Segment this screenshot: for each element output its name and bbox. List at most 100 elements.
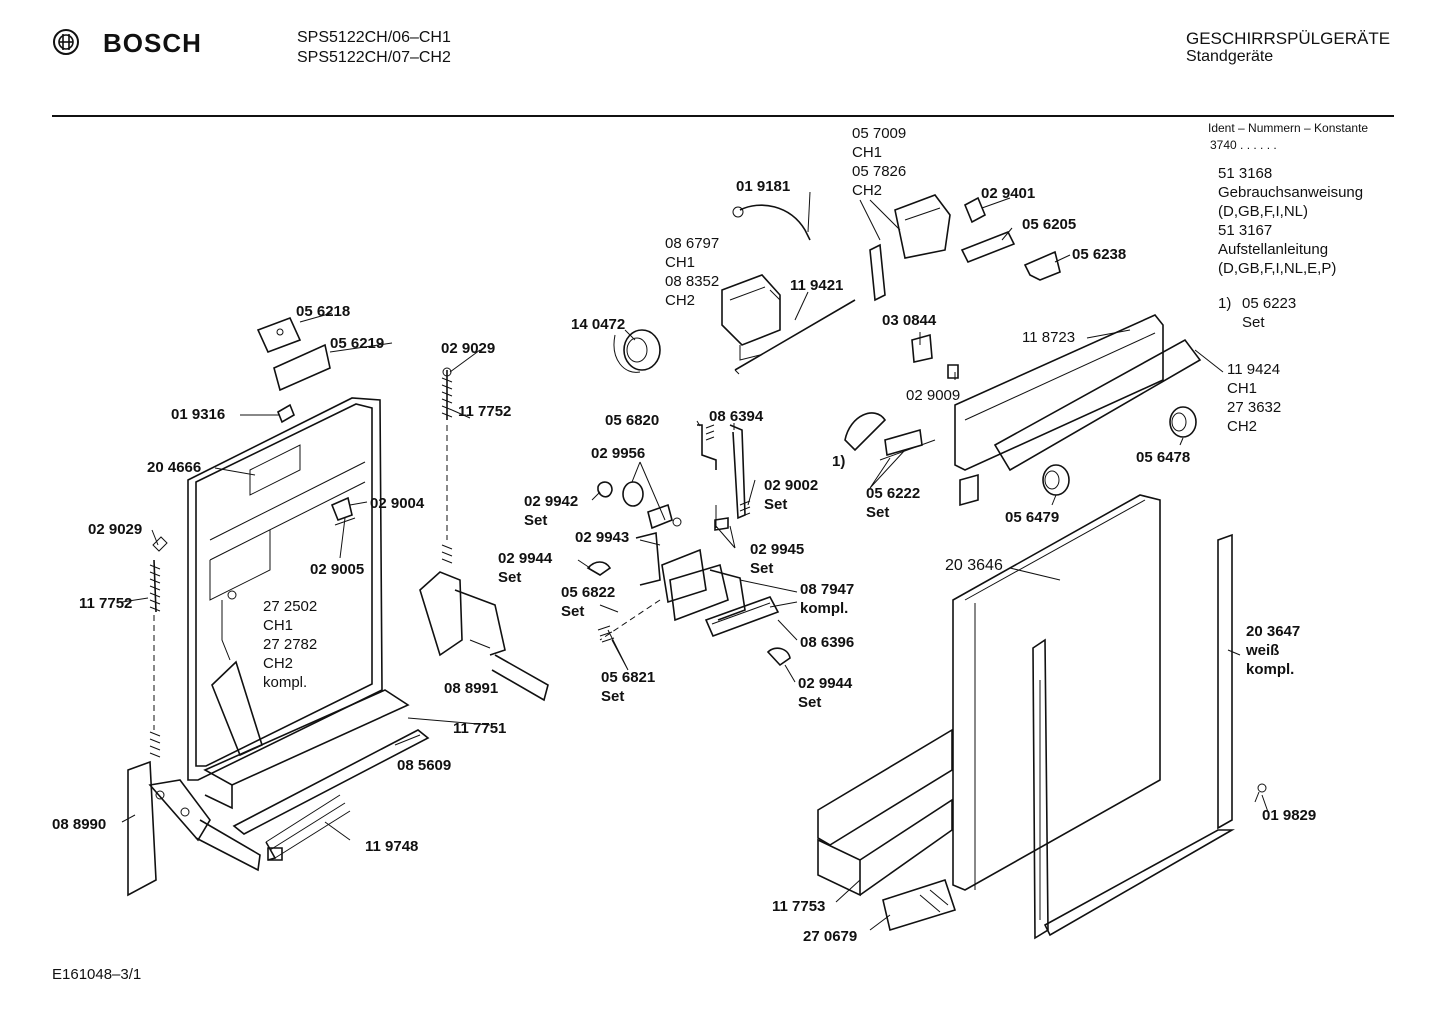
part-label-line: weiß: [1246, 642, 1280, 659]
ident-title: Ident – Nummern – Konstante: [1208, 121, 1369, 135]
part-label-line: 05 6222: [866, 485, 921, 502]
part-label-line: CH2: [665, 292, 696, 309]
bosch-armature-icon: [53, 29, 79, 55]
door-frame: [1032, 533, 1235, 940]
part-label-line: 05 7826: [852, 163, 907, 180]
part-label-line: 11 9424: [1227, 361, 1281, 378]
part-label: 11 7753: [772, 898, 826, 915]
part-label-line: Set: [764, 496, 788, 513]
hinge-left: [127, 760, 261, 897]
part-label: 01 9829: [1262, 807, 1317, 824]
part-label: 08 8991: [444, 680, 499, 697]
part-label: 05 6478: [1136, 449, 1191, 466]
part-label: 08 7947 kompl.: [800, 580, 854, 618]
program-dial: [844, 412, 936, 461]
cable: [732, 204, 811, 241]
part-label-line: 08 6797: [665, 235, 720, 252]
part-label: 05 6205: [1022, 216, 1077, 233]
part-label-line: kompl.: [800, 600, 849, 617]
door-inner-panel: [187, 397, 383, 781]
doc-line: Gebrauchsanweisung: [1218, 184, 1364, 201]
hinge-center: [419, 571, 549, 702]
spring-clip: [963, 196, 987, 224]
part-label: 02 9004: [370, 495, 425, 512]
part-number: 20 3647 weiß kompl.: [1246, 622, 1300, 679]
part-label: 11 8723: [1022, 329, 1076, 346]
part-label: 08 6396: [800, 634, 855, 651]
part-label-line: Set: [498, 569, 522, 586]
part-label: 05 6219: [330, 335, 385, 352]
part-label-line: 20 3647: [1246, 623, 1301, 640]
part-label: 01 9181: [736, 178, 791, 195]
part-label: 05 6238: [1072, 246, 1127, 263]
part-label: 01 9316: [171, 406, 226, 423]
subcategory-title: Standgeräte: [1186, 48, 1274, 65]
part-label-line: kompl.: [1246, 661, 1295, 678]
part-label: 02 9029: [441, 340, 496, 357]
part-label: 11 7752: [458, 403, 512, 420]
model-line-1: SPS5122CH/06–CH1: [297, 29, 451, 46]
doc-line: (D,GB,F,I,NL,E,P): [1218, 260, 1337, 277]
plinth-panel: [817, 728, 953, 897]
part-label: 08 8990: [52, 816, 107, 833]
part-label-line: Set: [561, 603, 585, 620]
part-label-line: CH2: [852, 182, 883, 199]
ident-value: 3740 . . . . . .: [1210, 138, 1277, 152]
part-label: 02 9005: [310, 561, 365, 578]
header-divider: [52, 115, 1394, 117]
part-label-line: CH1: [852, 144, 883, 161]
part-label-line: 05 6822: [561, 584, 616, 601]
timer-module: [721, 274, 781, 361]
part-label-line: Set: [866, 504, 890, 521]
outer-door-panel: [952, 494, 1161, 891]
part-label: 05 6479: [1005, 509, 1060, 526]
part-label-line: Set: [750, 560, 774, 577]
doc-line: 51 3168: [1218, 165, 1273, 182]
part-label: 02 9943: [575, 529, 630, 546]
door-rails: [203, 689, 430, 861]
part-label: 02 9956: [591, 445, 646, 462]
footnote-text: Set: [1242, 314, 1265, 331]
control-panel: [954, 314, 1202, 507]
foot-bracket: [882, 878, 957, 932]
part-label: 20 4666: [147, 459, 202, 476]
part-label: 20 3647 weiß kompl.: [1246, 622, 1300, 679]
part-label: 02 9401: [981, 185, 1036, 202]
hinge-spring-left: [149, 536, 168, 758]
screw: [1254, 783, 1267, 803]
part-label: 1): [832, 453, 846, 470]
doc-line: 51 3167: [1218, 222, 1273, 239]
part-label-line: 08 7947: [800, 581, 855, 598]
panel-knobs: [1042, 406, 1197, 496]
door-trim-strip: [211, 590, 263, 757]
part-label-line: 27 3632: [1227, 399, 1282, 416]
part-label-line: CH1: [263, 617, 294, 634]
part-label: 08 5609: [397, 757, 452, 774]
part-label-line: 27 2782: [263, 636, 318, 653]
model-line-2: SPS5122CH/07–CH2: [297, 49, 451, 66]
part-label: 27 0679: [803, 928, 858, 945]
doc-line: Aufstellanleitung: [1218, 241, 1329, 258]
hinge-spring-center: [441, 367, 453, 564]
part-label-line: 27 2502: [263, 598, 318, 615]
part-label-line: 05 7009: [852, 125, 907, 142]
part-label-line: CH1: [1227, 380, 1258, 397]
footnote-marker: 1): [1218, 295, 1232, 312]
part-label: 11 7751: [453, 720, 507, 737]
main-switch: [859, 194, 951, 302]
part-label: 11 9421: [790, 277, 844, 294]
knob: [613, 329, 661, 373]
